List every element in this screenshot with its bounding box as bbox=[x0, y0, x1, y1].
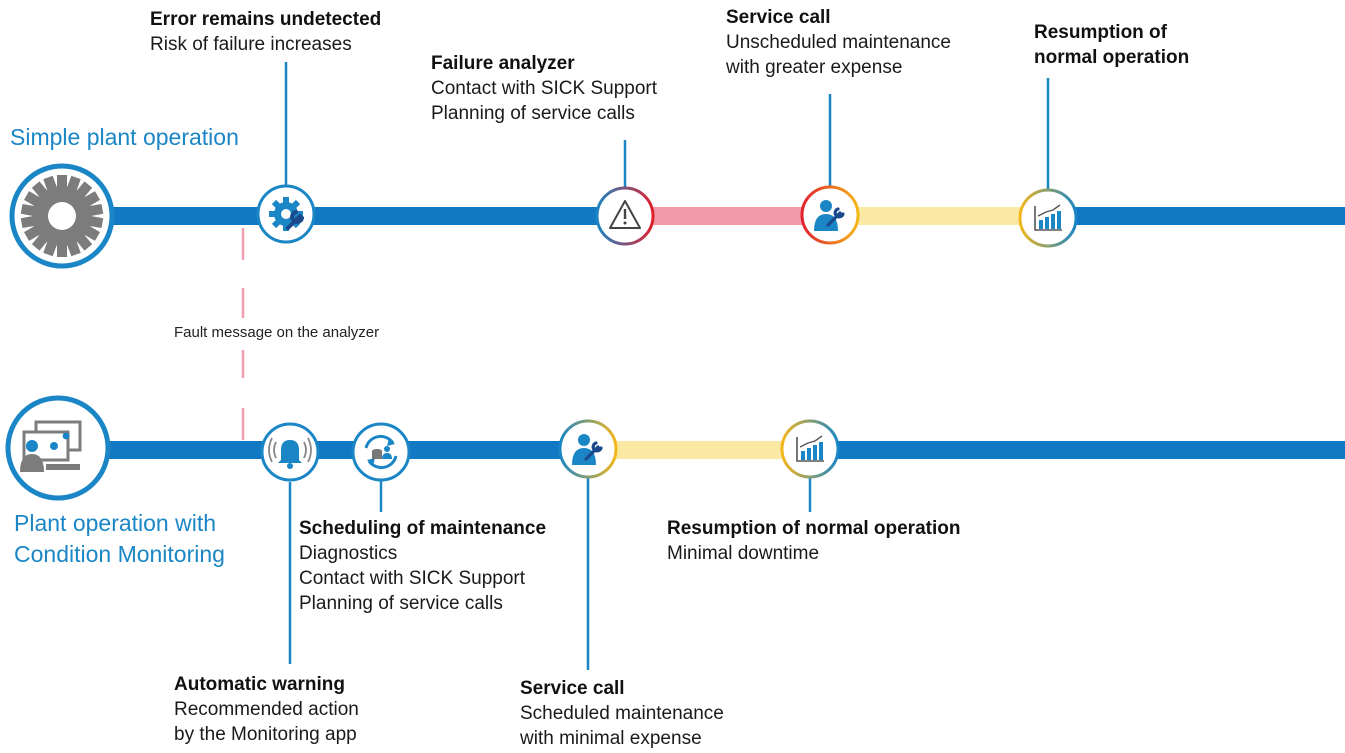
label-title: Scheduling of maintenance bbox=[299, 518, 547, 539]
label-title-line2: normal operation bbox=[1034, 47, 1190, 68]
timeline-segment-downtime bbox=[830, 207, 1048, 225]
computer-user-icon bbox=[5, 395, 111, 501]
row-title-simple: Simple plant operation bbox=[10, 122, 239, 153]
gear-wrench-icon bbox=[256, 184, 316, 244]
refresh-database-icon bbox=[351, 422, 411, 482]
timeline-condition-monitoring bbox=[60, 441, 1345, 459]
timeline-segment-failure bbox=[624, 207, 828, 225]
warning-triangle-icon bbox=[595, 186, 655, 246]
label-resumption-top: Resumption of normal operation bbox=[1034, 20, 1189, 70]
bell-alarm-icon bbox=[260, 422, 320, 482]
label-service-call-bottom: Service call Scheduled maintenance with … bbox=[520, 676, 724, 751]
timeline-segment-service bbox=[590, 441, 810, 459]
gear-icon bbox=[9, 163, 115, 269]
label-line: Recommended action bbox=[174, 699, 359, 720]
label-title: Automatic warning bbox=[174, 674, 346, 695]
label-line: Diagnostics bbox=[299, 543, 398, 564]
rising-chart-icon bbox=[780, 419, 840, 479]
label-title: Error remains undetected bbox=[150, 9, 382, 30]
label-title: Service call bbox=[520, 678, 625, 699]
label-error-undetected: Error remains undetected Risk of failure… bbox=[150, 7, 381, 57]
service-technician-icon bbox=[558, 419, 618, 479]
label-title: Service call bbox=[726, 7, 831, 28]
label-line: Planning of service calls bbox=[299, 593, 503, 614]
timeline-simple bbox=[60, 207, 1345, 225]
label-scheduling: Scheduling of maintenance Diagnostics Co… bbox=[299, 516, 546, 616]
label-line: Contact with SICK Support bbox=[431, 78, 657, 99]
label-automatic-warning: Automatic warning Recommended action by … bbox=[174, 672, 359, 747]
row-title-cm-line2: Condition Monitoring bbox=[14, 541, 225, 567]
label-service-call-top: Service call Unscheduled maintenance wit… bbox=[726, 5, 951, 80]
rising-chart-icon bbox=[1018, 188, 1078, 248]
label-line: Scheduled maintenance bbox=[520, 703, 724, 724]
connector-lines bbox=[284, 62, 1050, 670]
label-title: Resumption of normal operation bbox=[667, 518, 961, 539]
row-title-cm-line1: Plant operation with bbox=[14, 510, 217, 536]
row-title-condition-monitoring: Plant operation with Condition Monitorin… bbox=[14, 508, 225, 570]
label-line: Minimal downtime bbox=[667, 543, 820, 564]
label-line: with minimal expense bbox=[520, 728, 702, 749]
label-title-line1: Resumption of bbox=[1034, 22, 1167, 43]
label-title: Failure analyzer bbox=[431, 53, 575, 74]
label-failure-analyzer: Failure analyzer Contact with SICK Suppo… bbox=[431, 51, 657, 126]
fault-message: Fault message on the analyzer bbox=[174, 324, 380, 341]
label-line: by the Monitoring app bbox=[174, 724, 357, 745]
row-title-simple-text: Simple plant operation bbox=[10, 124, 239, 150]
label-line: Contact with SICK Support bbox=[299, 568, 525, 589]
label-line: Planning of service calls bbox=[431, 103, 635, 124]
label-resumption-bottom: Resumption of normal operation Minimal d… bbox=[667, 516, 960, 566]
label-line: Unscheduled maintenance bbox=[726, 32, 951, 53]
label-line: with greater expense bbox=[726, 57, 903, 78]
label-line: Risk of failure increases bbox=[150, 34, 352, 55]
service-technician-icon bbox=[800, 185, 860, 245]
